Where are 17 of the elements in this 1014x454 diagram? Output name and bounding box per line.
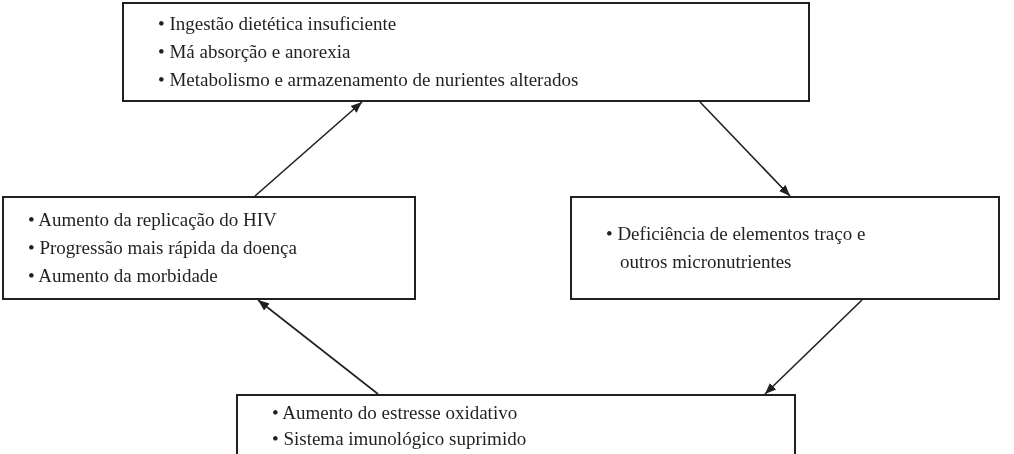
arrow [257, 299, 379, 395]
text-box [570, 196, 1000, 300]
arrow [254, 101, 363, 197]
bullet-item: • Progressão mais rápida da doença [28, 236, 298, 260]
arrow [764, 299, 863, 395]
bullet-item: • Aumento da replicação do HIV [28, 208, 278, 232]
bullet-item: • Má absorção e anorexia [158, 40, 352, 64]
arrow [699, 101, 791, 197]
text-box [2, 196, 416, 300]
bullet-item: • Deficiência de elementos traço e outros micronutrientes [606, 222, 867, 274]
text-box [236, 394, 796, 454]
text-box [122, 2, 810, 102]
bullet-item: • Metabolismo e armazenamento de nurientes alterados [158, 68, 580, 92]
bullet-item: • Ingestão dietética insuficiente [158, 12, 398, 36]
bullet-item: • Aumento da morbidade [28, 264, 219, 288]
bullet-item: • Aumento do estresse oxidativo [272, 401, 519, 425]
bullet-item: • Sistema imunológico suprimido [272, 427, 528, 451]
